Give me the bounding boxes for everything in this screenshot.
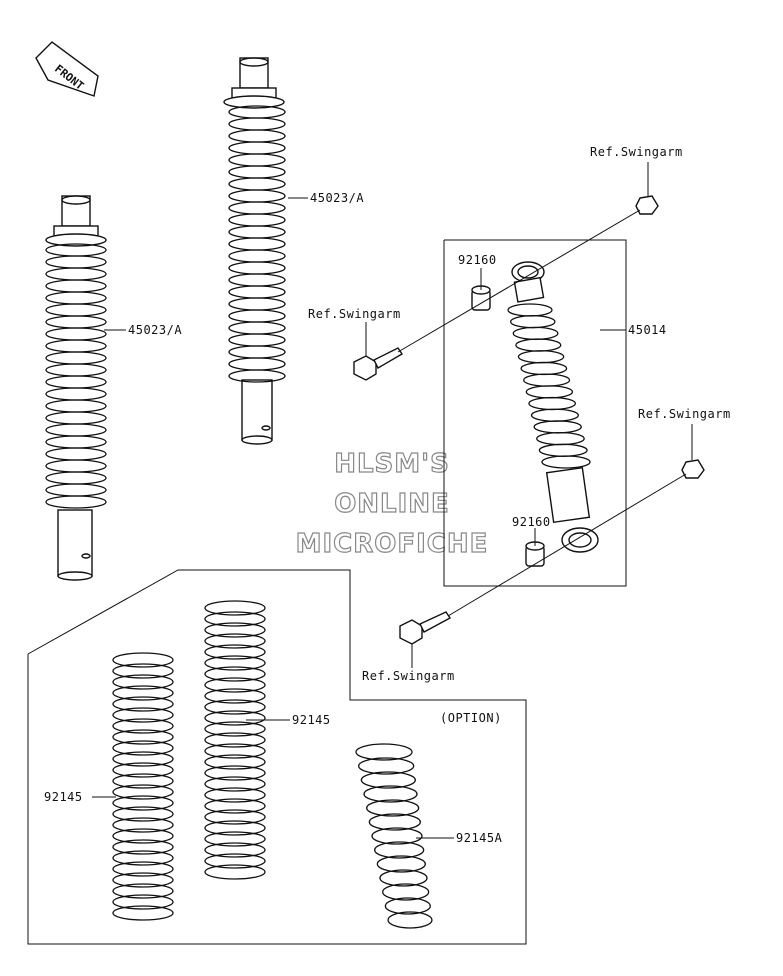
collar-upper[interactable] xyxy=(471,285,491,311)
front-arrow-icon: FRONT xyxy=(35,41,99,97)
spring-92145-middle[interactable] xyxy=(204,600,266,880)
bolt-upper[interactable] xyxy=(353,347,403,381)
watermark: HLSM'S ONLINE MICROFICHE xyxy=(295,448,489,559)
callout-ref-swingarm-top: Ref.Swingarm xyxy=(590,145,683,159)
assembly-frame xyxy=(443,239,627,587)
shock-assembly-45014[interactable] xyxy=(511,261,599,553)
callout-ref-swingarm-left: Ref.Swingarm xyxy=(308,307,401,321)
callout-92160-upper: 92160 xyxy=(458,253,497,267)
spring-shock-top[interactable] xyxy=(228,105,286,383)
callout-92145-middle: 92145 xyxy=(292,713,331,727)
spring-shock-left[interactable] xyxy=(45,243,107,509)
nut-upper[interactable] xyxy=(635,195,659,215)
watermark-line-2: ONLINE xyxy=(334,489,450,519)
callout-45023a-top: 45023/A xyxy=(310,191,364,205)
spring-92145a[interactable] xyxy=(355,743,433,929)
bolt-lower[interactable] xyxy=(399,611,452,645)
callout-ref-swingarm-right: Ref.Swingarm xyxy=(638,407,731,421)
spring-92145-left[interactable] xyxy=(112,652,174,921)
nut-lower[interactable] xyxy=(681,459,705,479)
watermark-line-1: HLSM'S xyxy=(334,449,450,479)
callout-45023a-left: 45023/A xyxy=(128,323,182,337)
callout-92160-lower: 92160 xyxy=(512,515,551,529)
callout-92145a: 92145A xyxy=(456,831,503,845)
callout-45014: 45014 xyxy=(628,323,667,337)
spring-group-outline xyxy=(27,569,527,945)
callout-ref-swingarm-bottom: Ref.Swingarm xyxy=(362,669,455,683)
shock-absorber-top[interactable] xyxy=(223,57,285,445)
callout-92145-left: 92145 xyxy=(44,790,83,804)
shock-absorber-left[interactable] xyxy=(45,195,107,581)
spring-coils xyxy=(45,105,591,929)
option-label: (OPTION) xyxy=(440,711,502,725)
watermark-line-3: MICROFICHE xyxy=(296,529,489,559)
spring-assembly[interactable] xyxy=(507,303,591,469)
